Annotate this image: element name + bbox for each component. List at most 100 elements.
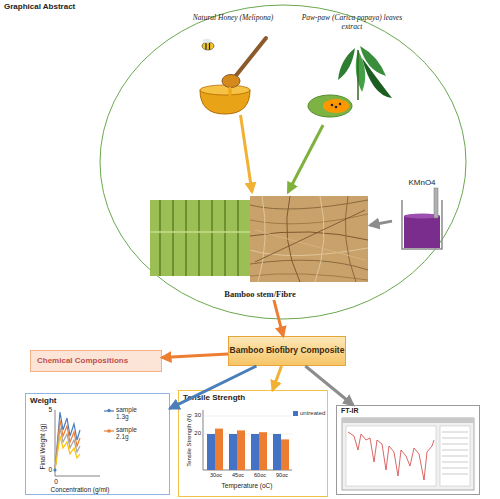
flow-arrow [273, 366, 282, 390]
chart-panel: FT-IR [336, 405, 480, 495]
ftir-screenshot [442, 438, 468, 439]
chart-panel: Weight [25, 393, 170, 495]
weight-chart [54, 408, 115, 476]
axis-title: Tensile Strength (N) [186, 405, 193, 475]
weight-chart [55, 476, 100, 477]
category-label: 60oc [248, 472, 272, 478]
figure-title: Graphical Abstract [4, 3, 75, 12]
fibre-item: Bamboo stem/Fibre [150, 192, 370, 300]
ftir-screenshot [442, 474, 468, 475]
pawpaw-illustration [357, 50, 359, 100]
bamboo-stem-picture [159, 200, 161, 276]
ftir-screenshot [348, 432, 434, 480]
bamboo-fibre-picture [345, 196, 356, 282]
legend-entry: sample 1.3g [116, 406, 146, 420]
flow-arrow [162, 354, 228, 357]
honey-illustration [209, 42, 210, 49]
tensile-bar-chart [251, 434, 259, 470]
ftir-screenshot [442, 444, 468, 445]
bamboo-stem-picture [211, 200, 213, 276]
pawpaw-illustration [338, 48, 355, 80]
legend-text: sample 1.3g [116, 406, 146, 420]
flow-arrow [241, 115, 252, 192]
flow-arrow [288, 125, 323, 192]
bamboo-stem-picture [224, 200, 226, 276]
flow-arrow [370, 221, 392, 225]
honey-illustration [234, 38, 266, 78]
tensile-bar-chart [203, 410, 292, 470]
bamboo-fibre-picture [255, 230, 365, 260]
tensile-bar-chart [207, 434, 215, 470]
pawpaw-illustration [339, 103, 342, 106]
axis-title: Temperature (oC) [207, 482, 287, 489]
honey-illustration [202, 42, 214, 50]
node-label: Paw-paw (Carica papaya) leaves extract [300, 14, 404, 31]
honey-illustration [228, 87, 232, 98]
weight-chart [108, 430, 111, 433]
weight-chart [55, 436, 80, 470]
legend-entry: sample 2.1g [116, 426, 146, 440]
ftir-screenshot [440, 426, 470, 486]
ftir-screenshot [342, 418, 474, 423]
legend-swatch [293, 411, 298, 416]
tensile-bar-chart [203, 410, 204, 470]
bamboo-fibre-picture [315, 196, 324, 282]
honey-illustration [222, 75, 240, 88]
tensile-bar-chart [229, 434, 237, 470]
tick-label: 30 [188, 412, 201, 419]
honey-illustration [203, 39, 211, 43]
honey-item: Natural Honey (Melipona) [188, 14, 278, 115]
bamboo-fibre-picture [258, 196, 265, 282]
pawpaw-illustration [356, 50, 365, 92]
node-label: Natural Honey (Melipona) [188, 14, 278, 23]
pawpaw-illustration [335, 106, 338, 109]
tick-label: 0 [51, 478, 61, 485]
kmno4-beaker [404, 216, 440, 248]
tensile-bar-chart [203, 416, 292, 417]
tensile-bar-chart [259, 432, 267, 470]
weight-chart [55, 420, 80, 470]
flow-arrow [274, 300, 283, 336]
result-box: Chemical Compositions [30, 350, 162, 372]
outer-ellipse [100, 5, 466, 319]
node-label: Bamboo stem/Fibre [150, 290, 370, 300]
flow-arrow [170, 366, 256, 408]
honey-illustration [200, 38, 266, 114]
tensile-bar-chart [215, 429, 223, 470]
bamboo-fibre-picture [250, 274, 368, 280]
weight-chart [54, 469, 57, 472]
outer-ellipse [100, 5, 466, 319]
bamboo-fibre-picture [250, 196, 368, 282]
bamboo-stem-picture [150, 200, 250, 276]
axis-title: Final Weight (g) [39, 412, 46, 482]
bamboo-stem-picture [185, 200, 187, 276]
bamboo-stem-picture [198, 200, 200, 276]
bamboo-fibre-picture [250, 196, 368, 282]
category-label: 30oc [204, 472, 228, 478]
node-label: Tensile Strength [183, 393, 323, 402]
chart-panel: Tensile Strength [178, 390, 328, 497]
bamboo-stem-picture [172, 200, 174, 276]
tick-label: 20 [188, 430, 201, 437]
ftir-screenshot [342, 418, 474, 490]
bamboo-fibre-picture [250, 248, 368, 256]
node-label: Weight [30, 396, 165, 405]
pawpaw-illustration [308, 95, 352, 117]
tick-label: 0 [40, 466, 52, 473]
axis-title: Concentration (g/ml) [40, 486, 120, 493]
tensile-bar-chart [281, 439, 289, 470]
node-label: KMnO4 [392, 178, 452, 187]
ftir-screenshot [342, 418, 474, 490]
bamboo-fibre-picture [250, 214, 368, 224]
kmno4-beaker [402, 188, 442, 249]
tensile-bar-chart [273, 434, 281, 470]
tensile-bar-chart [237, 430, 245, 470]
category-label: 45oc [226, 472, 250, 478]
ftir-screenshot [442, 432, 468, 433]
bamboo-stem-picture [237, 200, 239, 276]
bamboo-stem-picture [150, 231, 250, 233]
honey-illustration [200, 85, 250, 95]
pawpaw-illustration [331, 104, 334, 107]
